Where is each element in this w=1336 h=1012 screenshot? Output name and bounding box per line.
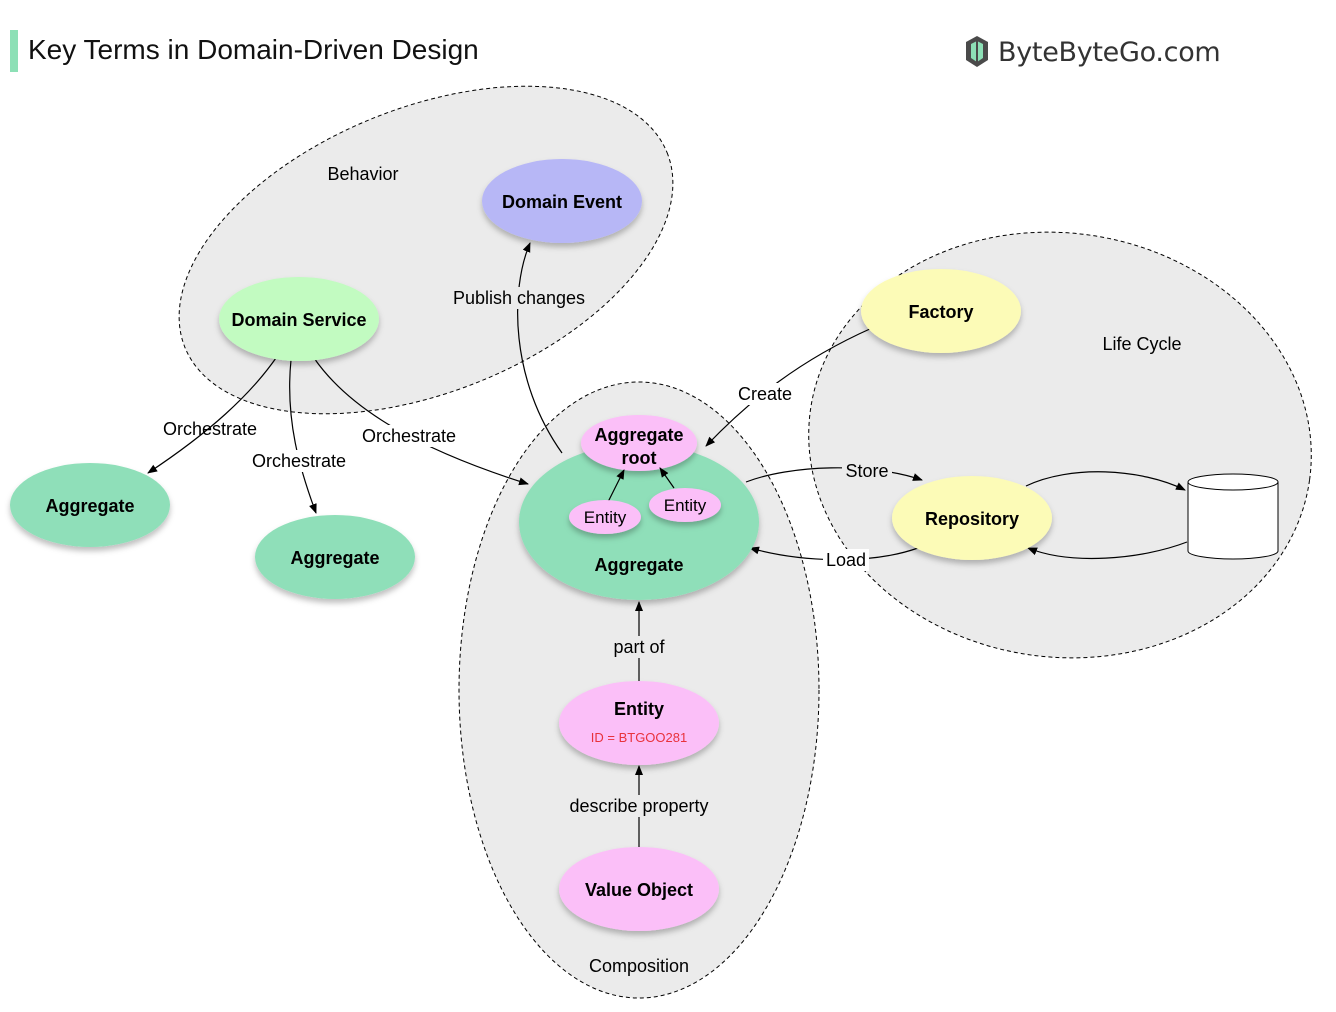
repository-text: Repository bbox=[925, 509, 1019, 529]
publish-changes-edge bbox=[517, 242, 563, 454]
logo-text: ByteByteGo.com bbox=[998, 36, 1221, 68]
entity-node: Entity ID = BTGOO281 bbox=[559, 681, 719, 765]
orchestrate-label-1: Orchestrate bbox=[163, 419, 257, 439]
domain-event-node: Domain Event bbox=[482, 159, 642, 243]
life-cycle-label: Life Cycle bbox=[1102, 334, 1181, 354]
entity1-to-root-edge bbox=[606, 469, 625, 505]
aggregate-mid-node: Aggregate bbox=[255, 515, 415, 599]
publish-changes-label: Publish changes bbox=[448, 287, 590, 309]
part-of-label: part of bbox=[606, 636, 672, 658]
title-accent-bar bbox=[10, 30, 18, 72]
store-text: Store bbox=[845, 461, 888, 481]
db-to-repo-edge bbox=[1027, 541, 1188, 559]
database-icon bbox=[1187, 473, 1279, 560]
domain-service-node: Domain Service bbox=[219, 277, 379, 361]
aggregate-root-line-2: root bbox=[622, 448, 657, 468]
domain-event-text: Domain Event bbox=[502, 192, 622, 212]
store-edge bbox=[745, 467, 923, 483]
orchestrate-text-2: Orchestrate bbox=[252, 451, 346, 471]
aggregate-mid-text: Aggregate bbox=[290, 548, 379, 568]
orchestrate-edge-2 bbox=[289, 359, 317, 514]
factory-text: Factory bbox=[908, 302, 973, 322]
factory-node: Factory bbox=[861, 269, 1021, 353]
page-title: Key Terms in Domain-Driven Design bbox=[28, 34, 479, 65]
create-text: Create bbox=[738, 384, 792, 404]
inner-entity-2-text: Entity bbox=[664, 496, 707, 515]
load-label: Load bbox=[823, 549, 869, 571]
aggregate-left-node: Aggregate bbox=[10, 463, 170, 547]
store-label: Store bbox=[842, 460, 892, 482]
orchestrate-edge-1 bbox=[147, 357, 277, 474]
orchestrate-label-2: Orchestrate bbox=[247, 450, 351, 472]
entity2-to-root-edge bbox=[659, 467, 675, 489]
aggregate-root-node: Aggregate root bbox=[581, 415, 697, 471]
part-of-text: part of bbox=[613, 637, 665, 657]
entity-id-text: ID = BTGOO281 bbox=[591, 730, 687, 745]
inner-entity-2-node: Entity bbox=[649, 488, 721, 522]
create-label: Create bbox=[734, 383, 796, 405]
inner-entity-1-text: Entity bbox=[584, 508, 627, 527]
logo: ByteByteGo.com bbox=[962, 34, 1221, 70]
domain-service-text: Domain Service bbox=[231, 310, 366, 330]
describe-property-label: describe property bbox=[562, 795, 716, 817]
describe-property-text: describe property bbox=[569, 796, 708, 816]
repo-to-db-edge bbox=[1025, 471, 1186, 491]
composition-label: Composition bbox=[589, 956, 689, 976]
bytebytego-logo-icon bbox=[966, 36, 988, 67]
create-edge bbox=[705, 327, 873, 447]
entity-text: Entity bbox=[614, 699, 664, 719]
publish-changes-text: Publish changes bbox=[453, 288, 585, 308]
value-object-node: Value Object bbox=[559, 847, 719, 931]
behavior-label: Behavior bbox=[327, 164, 398, 184]
orchestrate-text-3: Orchestrate bbox=[362, 426, 456, 446]
repository-node: Repository bbox=[892, 476, 1052, 560]
aggregate-left-text: Aggregate bbox=[45, 496, 134, 516]
aggregate-root-line-1: Aggregate bbox=[594, 425, 683, 445]
load-text: Load bbox=[826, 550, 866, 570]
orchestrate-label-3: Orchestrate bbox=[357, 425, 461, 447]
value-object-text: Value Object bbox=[585, 880, 693, 900]
inner-entity-1-node: Entity bbox=[569, 500, 641, 534]
aggregate-main-text: Aggregate bbox=[594, 555, 683, 575]
orchestrate-text-1: Orchestrate bbox=[163, 419, 257, 439]
life-cycle-group bbox=[808, 231, 1312, 659]
